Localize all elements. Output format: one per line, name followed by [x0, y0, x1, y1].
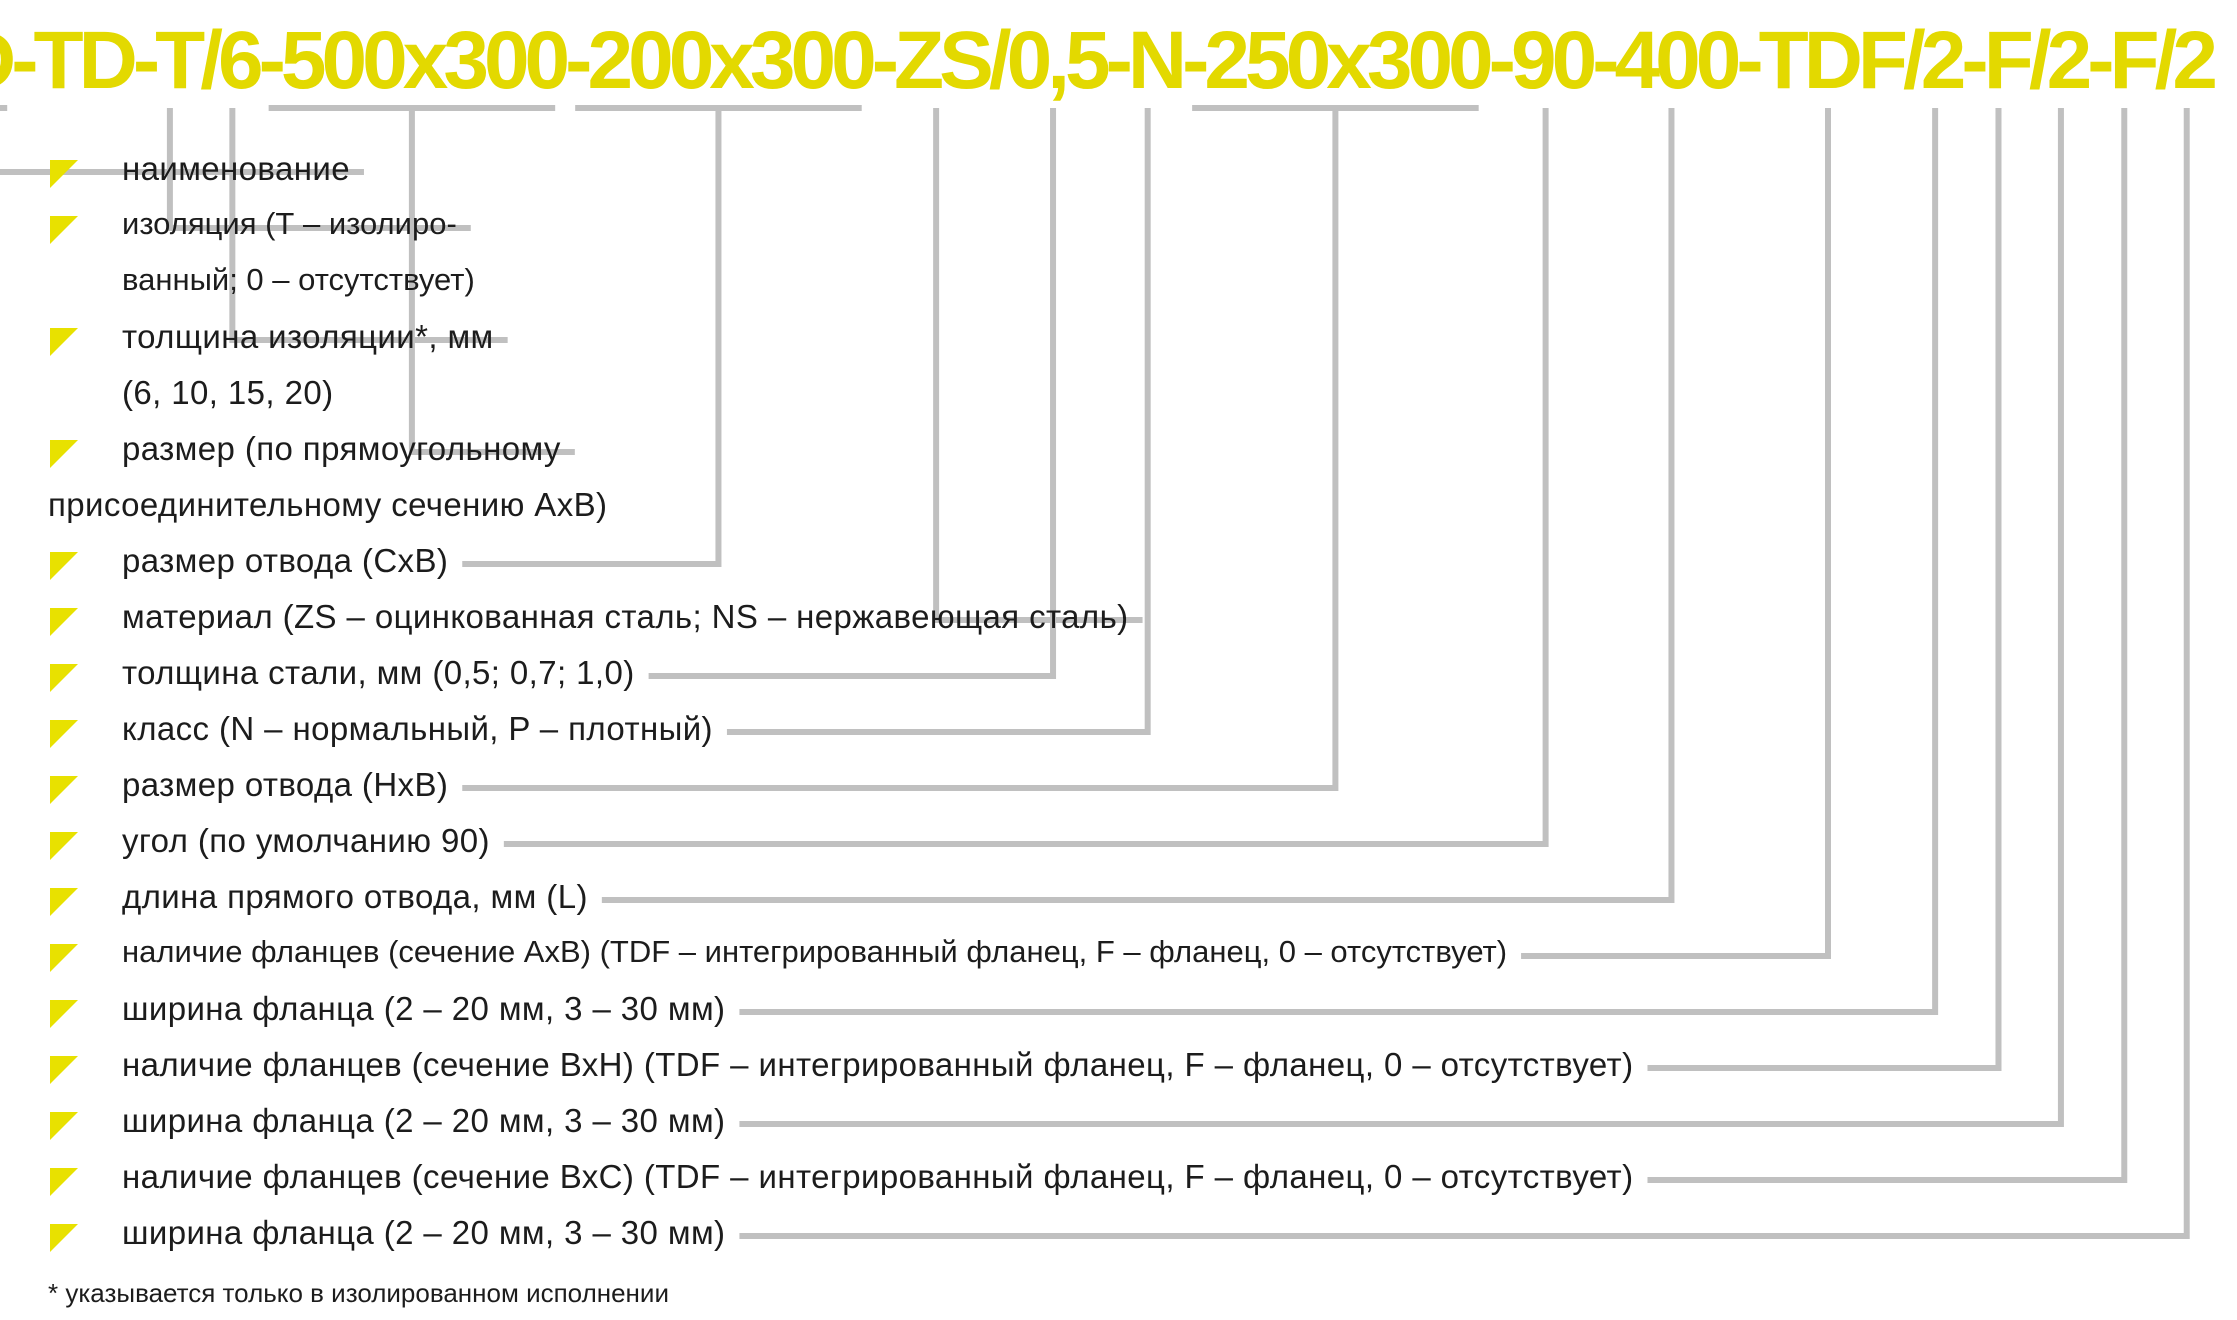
connector [1647, 108, 2128, 1183]
code-segment: -ZS [871, 15, 994, 106]
connector [268, 105, 575, 455]
legend-label: угол (по умолчанию 90) [122, 822, 490, 859]
code-segment: /0,5 [988, 15, 1111, 106]
code-segment: -N [1105, 15, 1188, 106]
legend-label: ванный; 0 – отсутствует) [122, 262, 475, 297]
legend-label: материал (ZS – оцинкованная сталь; NS – … [122, 598, 1129, 635]
legend-label: размер (по прямоугольному [122, 430, 561, 467]
connector [229, 108, 508, 343]
legend-label: класс (N – нормальный, P – плотный) [122, 710, 713, 747]
code-segment: /2 [1903, 15, 1966, 106]
code-segment: /2 [2028, 15, 2092, 106]
connector [739, 108, 2190, 1239]
code-segment: -T [132, 15, 205, 106]
code-segment: -TD [11, 15, 138, 106]
legend-label: размер отвода (HxB) [122, 766, 449, 803]
legend-label: изоляция (Т – изолиро- [122, 206, 457, 241]
legend-label: ширина фланца (2 – 20 мм, 3 – 30 мм) [122, 1102, 726, 1139]
connector [1647, 108, 2002, 1071]
code-segment: -TDF [1736, 15, 1908, 106]
connector [739, 108, 2064, 1127]
footnote: * указывается только в изолированном исп… [48, 1278, 669, 1308]
legend-label: (6, 10, 15, 20) [122, 374, 334, 411]
legend-label: размер отвода (СхВ) [122, 542, 449, 579]
connector [462, 105, 1479, 791]
connector [739, 108, 1939, 1015]
legend-label: ширина фланца (2 – 20 мм, 3 – 30 мм) [122, 990, 726, 1027]
code-segment: -400 [1592, 15, 1741, 106]
connector [601, 108, 1675, 903]
code-segment: -500x300 [258, 15, 571, 106]
code-segment: -F [1961, 15, 2033, 106]
code-segment: -250x300 [1182, 15, 1494, 106]
legend-label: наименование [122, 150, 350, 187]
code-segment: /2 [2154, 15, 2218, 106]
code-segment: /6 [200, 15, 263, 106]
connector [648, 108, 1057, 679]
code-segment: -200x300 [565, 15, 877, 106]
connector [166, 108, 471, 231]
legend-label: длина прямого отвода, мм (L) [122, 878, 588, 915]
legend-label: наличие фланцев (сечение ВхН) (TDF – инт… [122, 1046, 1634, 1083]
product-code: AD-TD-T/6-500x300-200x300-ZS/0,5-N-250x3… [0, 20, 2218, 102]
connector [503, 108, 1549, 847]
legend-label: присоединительному сечению АхВ) [48, 486, 608, 523]
connector [726, 108, 1151, 735]
connector [933, 108, 1143, 623]
legend-label: наличие фланцев (сечение АхВ) (TDF – инт… [122, 934, 1508, 969]
legend-label: ширина фланца (2 – 20 мм, 3 – 30 мм) [122, 1214, 726, 1251]
legend-label: наличие фланцев (сечение ВхС) (TDF – инт… [122, 1158, 1634, 1195]
connector [1521, 108, 1831, 959]
legend-label: толщина изоляции*, мм [122, 318, 494, 355]
code-segment: -F [2087, 15, 2159, 106]
connector [462, 105, 862, 567]
legend-label: толщина стали, мм (0,5; 0,7; 1,0) [122, 654, 635, 691]
code-segment: -90 [1488, 15, 1597, 106]
